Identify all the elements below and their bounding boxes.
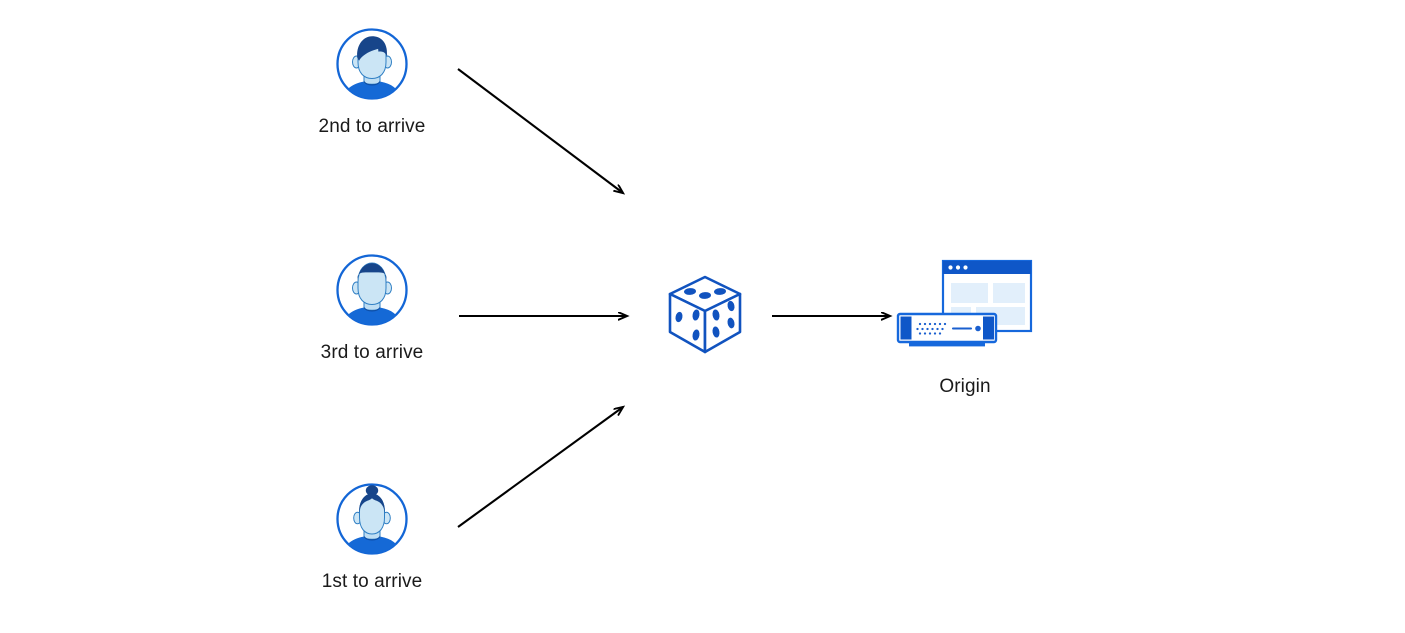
user-avatar-icon <box>334 252 410 328</box>
user-avatar-icon <box>334 26 410 102</box>
arrow-1st-to-dice <box>457 407 623 528</box>
node-randomizer[interactable] <box>655 266 755 366</box>
node-label-origin: Origin <box>939 376 991 397</box>
node-origin[interactable]: Origin <box>880 258 1050 398</box>
server-appliance-icon <box>896 312 998 347</box>
node-label-client-1st: 1st to arrive <box>321 571 423 592</box>
status-led-icon <box>975 325 981 332</box>
window-dot-icon <box>963 265 968 270</box>
dice-icon <box>668 275 742 354</box>
user-avatar-female-icon <box>334 481 410 557</box>
origin-server-icon <box>895 258 1035 358</box>
node-client-2nd[interactable]: 2nd to arrive <box>302 26 442 138</box>
node-label-client-3rd: 3rd to arrive <box>320 342 424 363</box>
window-dot-icon <box>948 265 953 270</box>
node-client-3rd[interactable]: 3rd to arrive <box>302 252 442 364</box>
arrow-2nd-to-dice <box>457 68 623 193</box>
node-client-1st[interactable]: 1st to arrive <box>302 481 442 593</box>
node-label-client-2nd: 2nd to arrive <box>318 116 426 137</box>
window-dot-icon <box>955 265 961 270</box>
